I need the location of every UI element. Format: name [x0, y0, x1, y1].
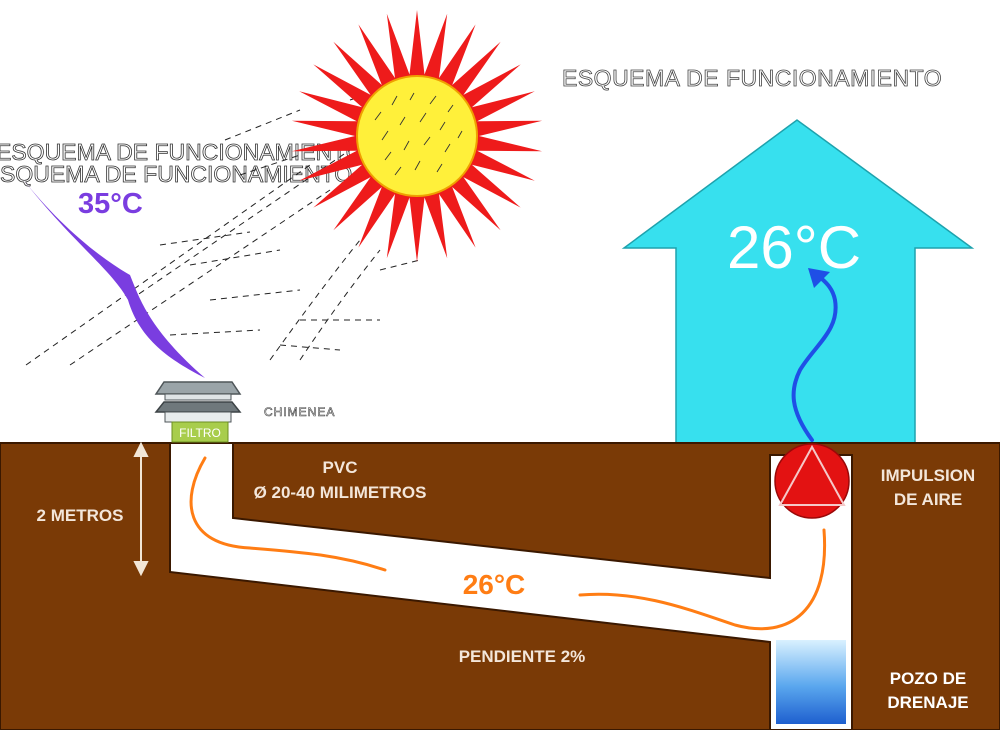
depth-label: 2 METROS	[37, 506, 124, 525]
inside-temp: 26°C	[727, 214, 861, 281]
sun-hatching	[25, 79, 421, 366]
inside-air-arrowhead	[808, 268, 830, 288]
drain-label-1: POZO DE	[890, 669, 967, 688]
inside-air-flow	[791, 273, 838, 442]
house-shape	[621, 119, 975, 444]
chimney-label: CHIMENEA	[264, 405, 335, 419]
drain-label-2: DRENAJE	[887, 693, 968, 712]
blower-label-1: IMPULSION	[881, 466, 975, 485]
blower-label-2: DE AIRE	[894, 490, 962, 509]
sun-core	[356, 75, 478, 197]
filter-label: FILTRO	[179, 426, 221, 440]
pipe-material: PVC	[323, 458, 358, 477]
filter	[171, 421, 229, 443]
sun-texture	[374, 92, 463, 176]
heading-echo-top: ESQUEMA DE FUNCIONAMIENTO	[562, 65, 942, 91]
blower	[774, 443, 850, 519]
tube-temp: 26°C	[463, 569, 526, 600]
slope-label: PENDIENTE 2%	[459, 647, 586, 666]
outside-air-flow	[22, 178, 205, 378]
heading-echo-left-1: ESQUEMA DE FUNCIONAMIENTO	[0, 139, 364, 165]
sun	[291, 10, 543, 262]
drain-water	[776, 640, 846, 724]
pipe-diameter: Ø 20-40 MILIMETROS	[254, 483, 427, 502]
earth-air-flow	[189, 456, 387, 572]
heading-echo-left-2: SQUEMA DE FUNCIONAMIENTO	[0, 161, 352, 187]
depth-arrow	[133, 441, 149, 577]
earth-air-flow-2	[578, 528, 827, 631]
chimney-cap	[154, 381, 242, 423]
soil	[0, 442, 1000, 731]
outside-temp: 35°C	[78, 188, 143, 220]
